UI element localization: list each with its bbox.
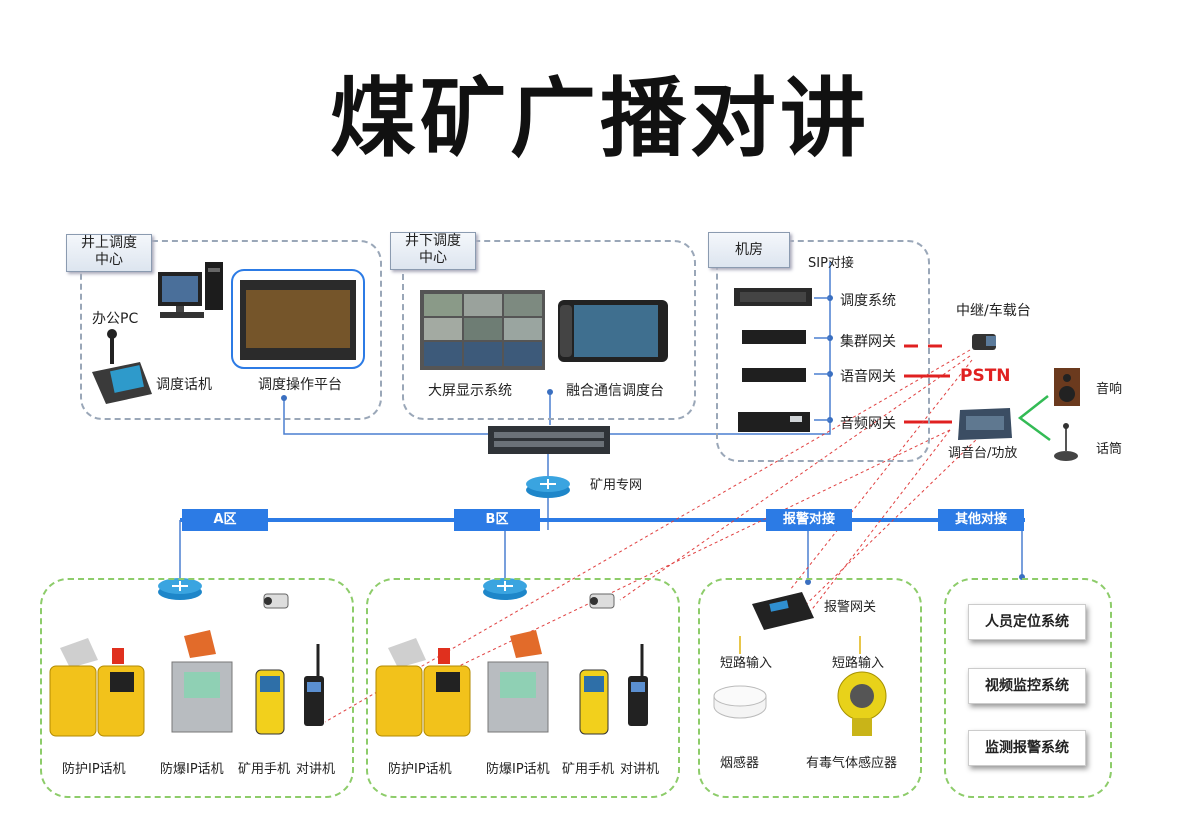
alarm-gateway-label: 报警网关 bbox=[824, 600, 877, 615]
mixer-label: 调音台/功放 bbox=[948, 446, 1018, 461]
area-b-device-label: 矿用手机 bbox=[562, 762, 615, 777]
smoke-detector-icon bbox=[713, 636, 767, 719]
smoke-detector-label: 烟感器 bbox=[720, 756, 760, 771]
area-a-device-label: 矿用手机 bbox=[238, 762, 291, 777]
alarm-gateway-icon bbox=[752, 592, 814, 630]
area-a-device-label: 对讲机 bbox=[296, 762, 336, 777]
fusion-console-icon bbox=[558, 300, 668, 362]
office-pc-label: 办公PC bbox=[92, 311, 139, 327]
mic-label: 话筒 bbox=[1096, 442, 1123, 457]
zone-alarm bbox=[698, 578, 922, 798]
relay-radio-icon bbox=[972, 334, 996, 350]
zone-machine-room-label: 机房 bbox=[708, 232, 790, 268]
bus-tag-area-a: A区 bbox=[182, 509, 268, 531]
line-room-switch bbox=[610, 262, 831, 435]
area-b-protective-phone-icon bbox=[375, 638, 471, 737]
core-switch-icon bbox=[488, 426, 610, 454]
sip-label: SIP对接 bbox=[808, 256, 854, 271]
server-devices-icon bbox=[734, 288, 812, 432]
mixer-icon bbox=[958, 408, 1012, 440]
fusion-console-label: 融合通信调度台 bbox=[566, 383, 664, 399]
zone-surface-dispatch bbox=[80, 240, 382, 420]
area-a-device-label: 防爆IP话机 bbox=[160, 762, 224, 777]
pstn-label: PSTN bbox=[960, 366, 1011, 386]
zone-underground-dispatch-label: 井下调度 中心 bbox=[390, 232, 476, 270]
audio-gateway-label: 音频网关 bbox=[840, 416, 896, 432]
mine-router-icon bbox=[526, 476, 570, 498]
zone-machine-room bbox=[716, 240, 930, 462]
dispatch-system-label: 调度系统 bbox=[840, 293, 896, 309]
dispatch-platform-icon bbox=[231, 269, 365, 369]
voice-gateway-label: 语音网关 bbox=[840, 369, 896, 385]
zone-area-a bbox=[40, 578, 354, 798]
system-box: 视频监控系统 bbox=[968, 668, 1086, 704]
bus-tag-other: 其他对接 bbox=[938, 509, 1024, 531]
page-title: 煤矿广播对讲 bbox=[330, 69, 870, 169]
system-box: 监测报警系统 bbox=[968, 730, 1086, 766]
area-b-explosion-proof-phone-icon bbox=[487, 630, 549, 733]
area-b-device-label: 防护IP话机 bbox=[388, 762, 452, 777]
area-b-device-label: 对讲机 bbox=[620, 762, 660, 777]
big-screen-icon bbox=[420, 290, 545, 370]
area-b-router-icon bbox=[483, 578, 527, 600]
gas-sensor-icon bbox=[837, 636, 887, 736]
zone-underground-dispatch bbox=[402, 240, 696, 420]
area-b-device-label: 防爆IP话机 bbox=[486, 762, 550, 777]
dispatch-phone-label: 调度话机 bbox=[156, 377, 212, 393]
office-pc-icon bbox=[158, 262, 223, 318]
area-a-walkie-icon bbox=[304, 644, 324, 726]
cluster-gateway-label: 集群网关 bbox=[840, 334, 896, 350]
area-a-router-icon bbox=[158, 578, 202, 600]
zone-other-systems bbox=[944, 578, 1112, 798]
area-a-device-label: 防护IP话机 bbox=[62, 762, 126, 777]
area-a-explosion-proof-phone-icon bbox=[171, 630, 233, 733]
area-a-protective-phone-icon bbox=[49, 638, 145, 737]
big-screen-label: 大屏显示系统 bbox=[428, 383, 512, 399]
bus-tag-alarm: 报警对接 bbox=[766, 509, 852, 531]
dispatch-platform-label: 调度操作平台 bbox=[258, 377, 342, 393]
bus-tag-area-b: B区 bbox=[454, 509, 540, 531]
zone-surface-dispatch-label: 井上调度 中心 bbox=[66, 234, 152, 272]
short-input-2-label: 短路输入 bbox=[832, 656, 885, 671]
speaker-icon bbox=[1054, 368, 1080, 406]
short-input-1-label: 短路输入 bbox=[720, 656, 773, 671]
microphone-icon bbox=[1054, 423, 1078, 461]
system-box: 人员定位系统 bbox=[968, 604, 1086, 640]
relay-label: 中继/车载台 bbox=[956, 303, 1031, 319]
mine-network-label: 矿用专网 bbox=[590, 478, 643, 493]
dispatch-phone-icon bbox=[92, 329, 152, 404]
zone-area-b bbox=[366, 578, 680, 798]
area-b-walkie-icon bbox=[628, 644, 648, 726]
speaker-label: 音响 bbox=[1096, 382, 1123, 397]
area-a-camera-icon bbox=[263, 593, 289, 609]
line-platform-switch bbox=[283, 398, 488, 435]
line-mixer-outputs bbox=[1017, 395, 1051, 442]
area-a-mine-phone-icon bbox=[255, 669, 285, 735]
area-b-mine-phone-icon bbox=[579, 669, 609, 735]
area-b-camera-icon bbox=[589, 593, 615, 609]
gas-sensor-label: 有毒气体感应器 bbox=[806, 756, 898, 771]
